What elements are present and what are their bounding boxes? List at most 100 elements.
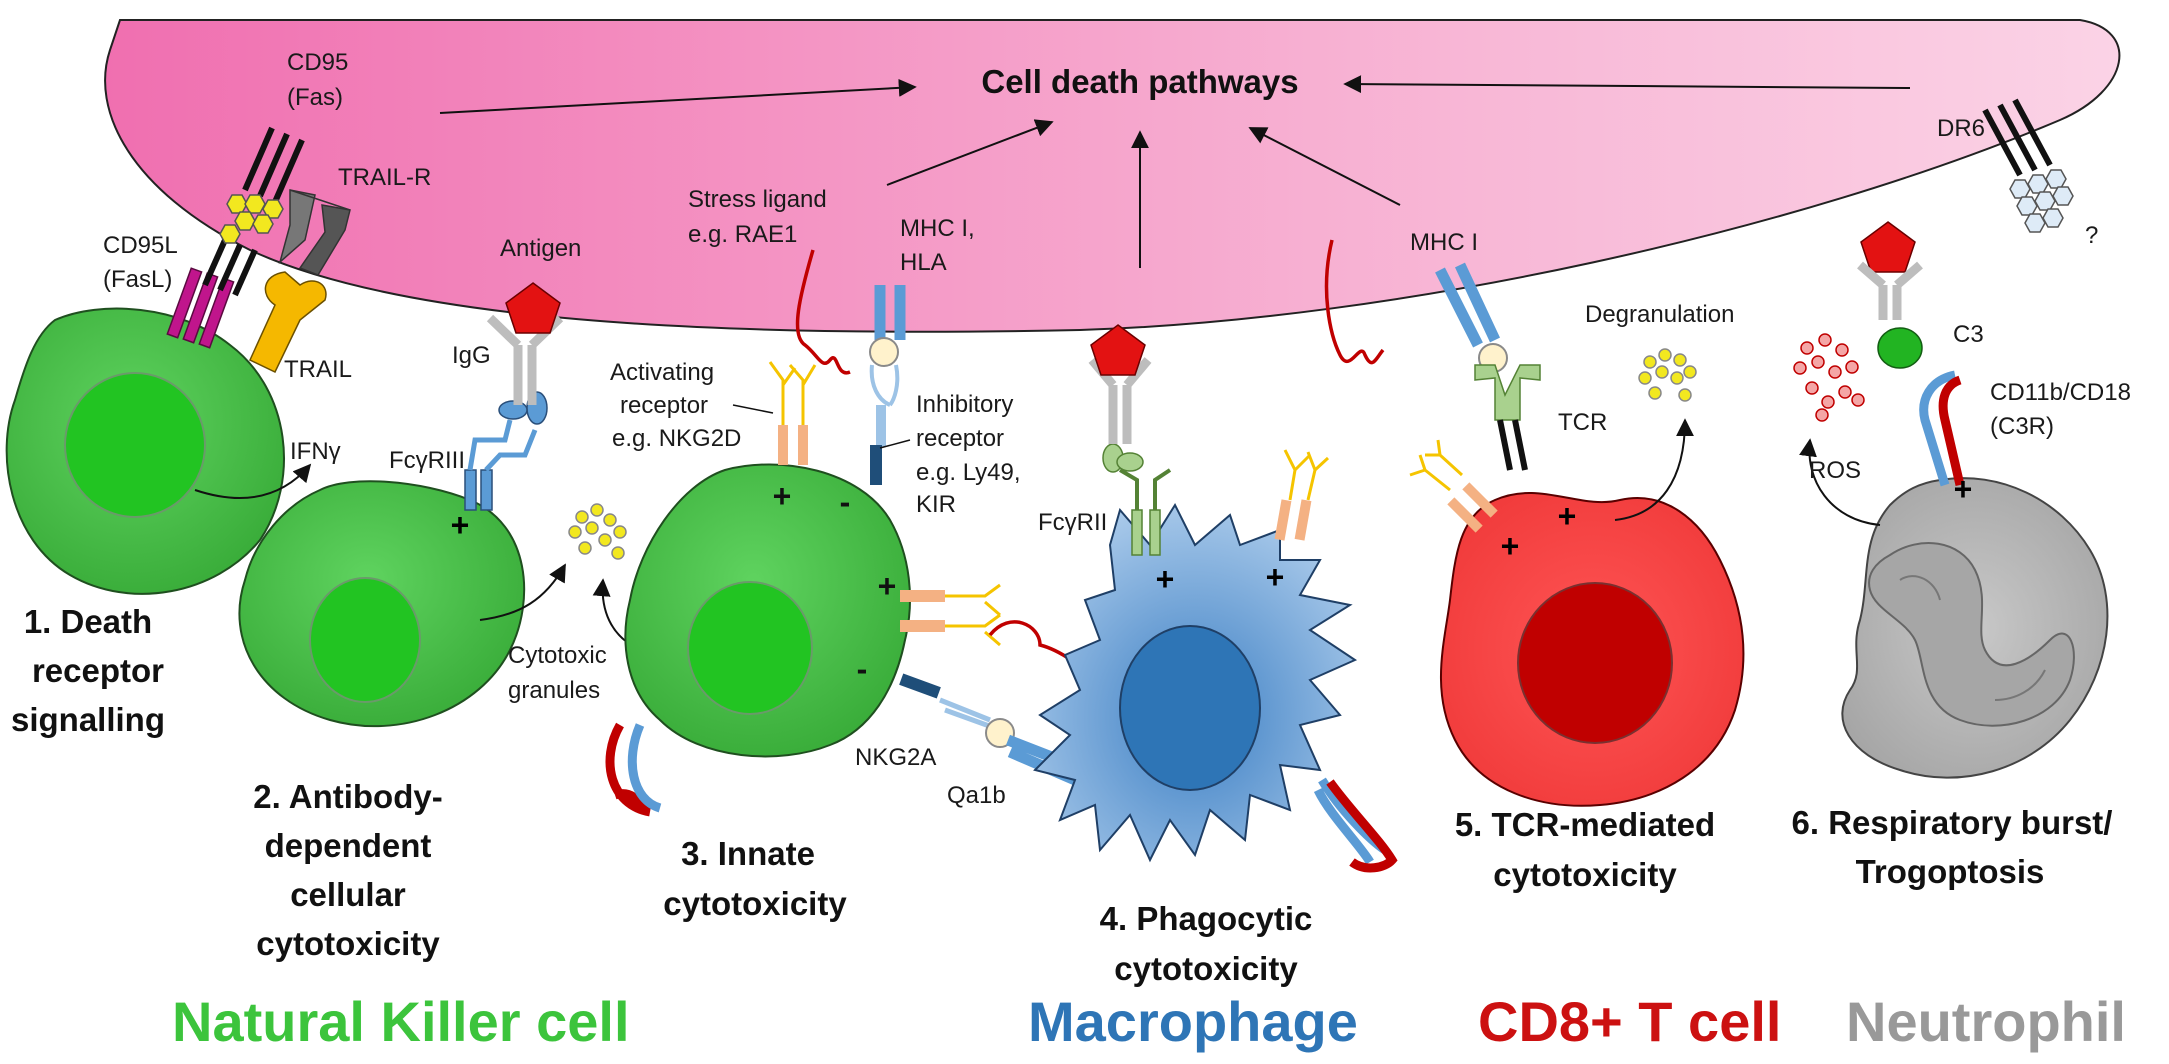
label-c3: C3 xyxy=(1953,321,1984,348)
svg-text:cytotoxicity: cytotoxicity xyxy=(1493,856,1677,893)
svg-text:-: - xyxy=(840,484,851,520)
cd11b-cd18-receptor xyxy=(1919,370,1965,487)
trail-ligand xyxy=(249,271,327,374)
cytotoxic-granules xyxy=(568,503,627,560)
svg-text:+: + xyxy=(773,478,792,514)
label-stress: Stress ligand xyxy=(688,186,827,213)
svg-text:dependent: dependent xyxy=(265,827,432,864)
label-receptor: receptor xyxy=(620,392,708,419)
label-degranulation: Degranulation xyxy=(1585,301,1734,328)
mechanism-4: 4. Phagocytic cytotoxicity xyxy=(1100,900,1313,987)
ros-arrow xyxy=(1799,438,1881,526)
label-cd95-fas: (Fas) xyxy=(287,84,343,111)
svg-text:1. Death: 1. Death xyxy=(24,603,152,640)
label-activating: Activating xyxy=(610,359,714,386)
label-dr6: DR6 xyxy=(1937,115,1985,142)
svg-text:cytotoxicity: cytotoxicity xyxy=(256,925,440,962)
label-nkg2d: e.g. NKG2D xyxy=(612,425,741,452)
cd95-receptor xyxy=(219,126,305,244)
nk-cell-3 xyxy=(624,463,911,758)
activating-receptor xyxy=(768,361,817,465)
svg-text:4. Phagocytic: 4. Phagocytic xyxy=(1100,900,1313,937)
label-inh-receptor: receptor xyxy=(916,425,1004,452)
neutrophil-plus: + xyxy=(1954,471,1973,507)
label-cd95l-fasl: (FasL) xyxy=(103,266,172,293)
granule-arrow-1 xyxy=(479,563,566,621)
label-nkg2a: NKG2A xyxy=(855,744,936,771)
label-kir: KIR xyxy=(916,491,956,518)
svg-text:Trogoptosis: Trogoptosis xyxy=(1856,853,2045,890)
macrophage-nucleus xyxy=(1119,625,1261,791)
label-cd95l: CD95L xyxy=(103,232,178,259)
nk-cell-1 xyxy=(5,307,285,595)
diagram-title: Cell death pathways xyxy=(981,63,1298,100)
mechanism-5: 5. TCR-mediated cytotoxicity xyxy=(1455,806,1715,893)
degranulation-arrow xyxy=(1614,418,1694,521)
mechanism-1: 1. Death receptor signalling xyxy=(11,603,165,738)
label-ly49: e.g. Ly49, xyxy=(916,459,1021,486)
cd95l-receptor xyxy=(166,238,258,349)
neutrophil-nucleus xyxy=(1868,542,2075,727)
label-qa1b: Qa1b xyxy=(947,782,1006,809)
svg-text:cytotoxicity: cytotoxicity xyxy=(663,885,847,922)
macrophage-stress-ligand xyxy=(1324,239,1385,365)
antigen-shape xyxy=(505,282,561,334)
mechanism-6: 6. Respiratory burst/ Trogoptosis xyxy=(1792,804,2113,890)
degranulation-granules xyxy=(1638,348,1697,402)
label-antigen: Antigen xyxy=(500,235,581,262)
t-cell-activating-receptor xyxy=(1409,439,1498,533)
plus-sign: + xyxy=(451,507,470,543)
svg-text:-: - xyxy=(857,651,868,687)
trail-r-receptor xyxy=(278,189,351,276)
svg-text:6. Respiratory burst/: 6. Respiratory burst/ xyxy=(1792,804,2113,841)
label-inhibitory: Inhibitory xyxy=(916,391,1013,418)
macrophage-plus-2: + xyxy=(1266,559,1285,595)
label-ifng: IFNγ xyxy=(290,438,341,465)
label-c3r: (C3R) xyxy=(1990,413,2054,440)
mechanism-3: 3. Innate cytotoxicity xyxy=(663,835,847,922)
label-cd95: CD95 xyxy=(287,49,348,76)
macrophage-plus-1: + xyxy=(1156,561,1175,597)
stress-ligand xyxy=(795,249,851,375)
label-trail: TRAIL xyxy=(284,356,352,383)
label-rae1: e.g. RAE1 xyxy=(688,221,797,248)
t-cell-plus-1: + xyxy=(1501,528,1520,564)
dr6-receptor xyxy=(1982,98,2074,233)
nk-cell-2 xyxy=(238,480,526,728)
inhibitory-receptor xyxy=(869,364,900,485)
label-trail-r: TRAIL-R xyxy=(338,164,431,191)
pathway-arrows xyxy=(439,75,1911,268)
label-mhc-hla: MHC I, xyxy=(900,215,975,242)
t-cell-nucleus xyxy=(1517,582,1673,744)
svg-text:signalling: signalling xyxy=(11,701,165,738)
label-cytotoxic: Cytotoxic xyxy=(508,642,607,669)
label-fcgr3: FcγRIII xyxy=(389,447,465,474)
ifng-arrow xyxy=(194,463,312,499)
fcgr3-receptor xyxy=(464,391,548,511)
label-fcgr2: FcγRII xyxy=(1038,509,1107,536)
ros-molecules xyxy=(1793,333,1865,422)
svg-text:2. Antibody-: 2. Antibody- xyxy=(253,778,442,815)
label-hla: HLA xyxy=(900,249,947,276)
label-granules: granules xyxy=(508,677,600,704)
svg-text:receptor: receptor xyxy=(32,652,164,689)
label-igg: IgG xyxy=(452,342,491,369)
svg-text:3. Innate: 3. Innate xyxy=(681,835,815,872)
label-question: ? xyxy=(2085,222,2098,249)
target-cell xyxy=(104,19,2121,333)
fcgr2-receptor xyxy=(1088,324,1172,556)
svg-text:5. TCR-mediated: 5. TCR-mediated xyxy=(1455,806,1715,843)
label-mhc-i: MHC I xyxy=(1410,229,1478,256)
macrophage-activating-receptor xyxy=(1274,449,1330,541)
c3-complement xyxy=(1857,221,1923,369)
mechanism-2: 2. Antibody- dependent cellular cytotoxi… xyxy=(253,778,442,962)
svg-text:cytotoxicity: cytotoxicity xyxy=(1114,950,1298,987)
mhc-hla xyxy=(869,285,906,367)
tcr-receptor xyxy=(1435,262,1541,471)
label-cd11b: CD11b/CD18 xyxy=(1990,379,2131,406)
nk-cd11b-fragment xyxy=(605,722,652,817)
t-cell-plus-2: + xyxy=(1558,498,1577,534)
cell-type-neutrophil: Neutrophil xyxy=(1846,990,2126,1053)
